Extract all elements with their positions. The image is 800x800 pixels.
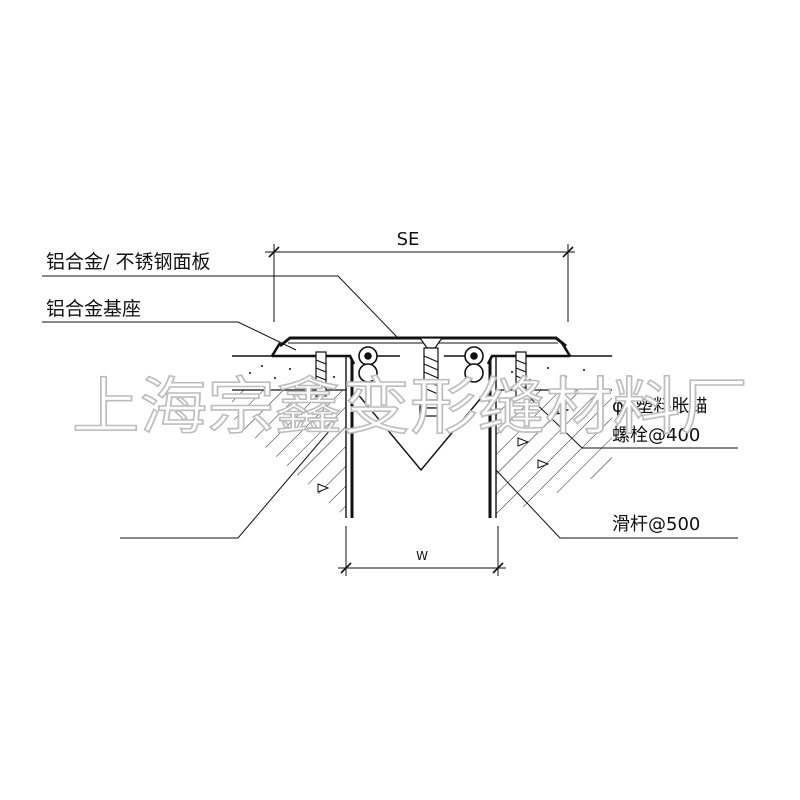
label-slide-bar: 滑杆@500 [612, 514, 700, 535]
aggregate-triangles [317, 405, 570, 493]
rubber-seal-right [444, 346, 484, 383]
dimension-w-label: W [416, 549, 428, 563]
leader-lines [42, 275, 738, 539]
side-anchor-bolt-left [315, 351, 327, 397]
dimension-w [338, 526, 506, 576]
label-base: 铝合金基座 [46, 298, 141, 320]
dimension-se [265, 244, 575, 322]
rubber-seal-left [358, 346, 400, 383]
label-anchor-line1: φ6塑料胀锚 [612, 396, 707, 417]
side-anchor-bolt-right [515, 351, 527, 397]
label-anchor-line2: 螺栓@400 [612, 425, 700, 446]
watermark: 上海宗鑫变形缝材料厂 [72, 370, 748, 443]
joint-gap [345, 356, 497, 518]
label-cover-plate: 铝合金/ 不锈钢面板 [46, 251, 210, 273]
dimension-se-label: SE [397, 229, 420, 250]
aluminium-base-left [270, 342, 356, 365]
center-anchor-bolt [418, 337, 444, 417]
